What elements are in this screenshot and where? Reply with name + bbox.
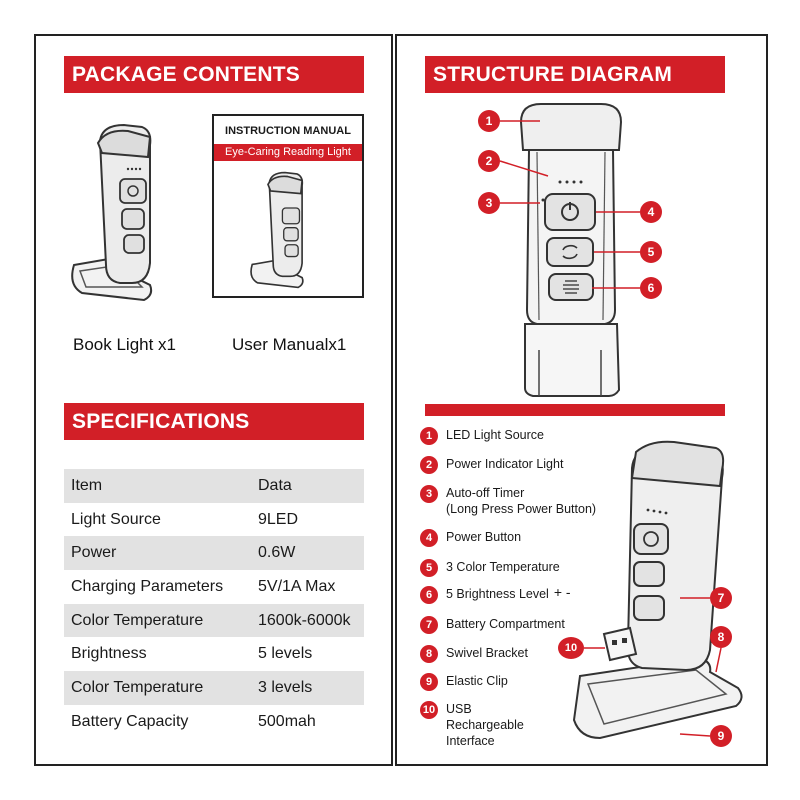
callout-10: 10 (558, 637, 584, 659)
callout-7: 7 (710, 587, 732, 609)
spec-data: Data (251, 469, 364, 503)
legend-num: 1 (420, 427, 438, 445)
legend-item: 2 Power Indicator Light (420, 456, 564, 474)
callout-2: 2 (478, 150, 500, 172)
callout-4: 4 (640, 201, 662, 223)
structure-divider (425, 404, 725, 416)
legend-item: 5 3 Color Temperature (420, 559, 560, 577)
spec-data: 500mah (251, 704, 364, 739)
specifications-banner: SPECIFICATIONS (64, 403, 364, 440)
device-front-image (519, 103, 623, 397)
spec-data: 5V/1A Max (251, 570, 364, 604)
spec-data: 1600k-6000k (251, 603, 364, 638)
spec-data: 9LED (251, 502, 364, 537)
legend-item: 6 5 Brightness Level + - (420, 584, 571, 604)
legend-num: 4 (420, 529, 438, 547)
book-light-label: Book Light x1 (73, 335, 177, 354)
user-manual-label: User Manualx1 (232, 335, 347, 354)
legend-text: 3 Color Temperature (446, 560, 560, 574)
legend-num: 5 (420, 559, 438, 577)
callout-9: 9 (710, 725, 732, 747)
legend-text: Interface (446, 734, 495, 748)
legend-num: 7 (420, 616, 438, 634)
spec-item: Charging Parameters (64, 570, 251, 604)
legend-text: LED Light Source (446, 428, 544, 442)
spec-data: 5 levels (251, 637, 364, 672)
legend-num: 10 (420, 701, 438, 719)
legend-num: 2 (420, 456, 438, 474)
legend-text: USB (446, 702, 472, 716)
spec-item: Color Temperature (64, 671, 251, 705)
legend-num: 9 (420, 673, 438, 691)
spec-item: Color Temperature (64, 603, 251, 638)
legend-suffix: + - (553, 584, 571, 600)
legend-num: 8 (420, 645, 438, 663)
callout-6: 6 (640, 277, 662, 299)
book-light-image (71, 123, 153, 302)
legend-item: 9 Elastic Clip (420, 673, 508, 691)
manual-subtitle: Eye-Caring Reading Light (214, 144, 362, 161)
spec-item: Brightness (64, 637, 251, 672)
structure-diagram-banner: STRUCTURE DIAGRAM (425, 56, 725, 93)
legend-text: Elastic Clip (446, 674, 508, 688)
legend-item: 8 Swivel Bracket (420, 645, 528, 663)
spec-data: 3 levels (251, 671, 364, 705)
legend-text: 5 Brightness Level (446, 587, 549, 601)
manual-title: INSTRUCTION MANUAL (225, 125, 351, 137)
package-contents-banner: PACKAGE CONTENTS (64, 56, 364, 93)
legend-item: 7 Battery Compartment (420, 616, 565, 634)
manual-book-light-image (250, 171, 304, 289)
callout-5: 5 (640, 241, 662, 263)
legend-text: Auto-off Timer (446, 486, 525, 500)
legend-text: Battery Compartment (446, 617, 565, 631)
spec-data: 0.6W (251, 536, 364, 571)
callout-3: 3 (478, 192, 500, 214)
legend-text: (Long Press Power Button) (446, 502, 597, 516)
spec-item: Light Source (64, 502, 251, 537)
instruction-manual-image: INSTRUCTION MANUAL Eye-Caring Reading Li… (212, 114, 364, 298)
spec-item: Battery Capacity (64, 704, 251, 739)
legend-item: 1 LED Light Source (420, 427, 544, 445)
legend-text: Power Indicator Light (446, 457, 564, 471)
callout-8: 8 (710, 626, 732, 648)
legend-text: Power Button (446, 530, 522, 544)
legend-num: 6 (420, 586, 438, 604)
spec-item: Power (64, 536, 251, 571)
callout-1: 1 (478, 110, 500, 132)
legend-text: Rechargeable (446, 718, 524, 732)
legend-text: Swivel Bracket (446, 646, 528, 660)
legend-item: 3 Auto-off Timer (Long Press Power Button) (420, 485, 597, 516)
legend-num: 3 (420, 485, 438, 503)
device-angled-image (572, 440, 743, 740)
legend-item: 4 Power Button (420, 529, 522, 547)
spec-item: Item (64, 469, 251, 503)
